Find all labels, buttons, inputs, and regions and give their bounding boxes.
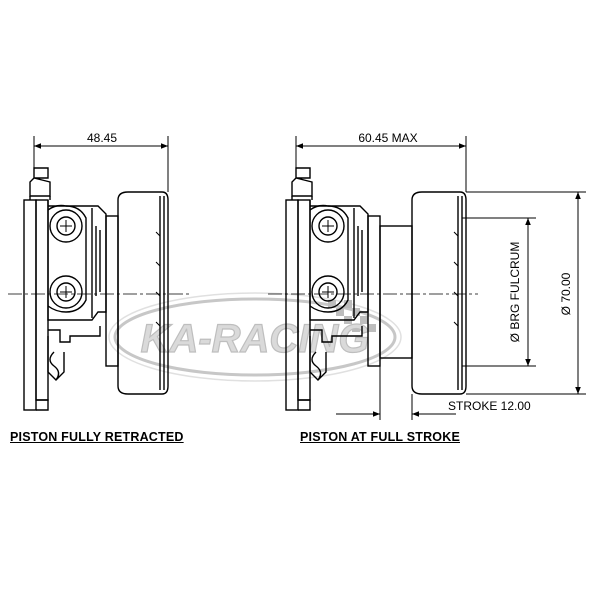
diameter-dimension (466, 191, 586, 395)
left-dimension (33, 136, 169, 192)
right-flange (291, 167, 313, 197)
right-top-dimension-label: 60.45 MAX (358, 131, 417, 145)
left-upper-bolt (49, 209, 83, 243)
left-dimension-label: 48.45 (87, 131, 117, 145)
right-top-dimension (295, 136, 467, 192)
left-bearing (117, 191, 169, 395)
stroke-dimension (336, 366, 456, 420)
right-view-drawing (285, 167, 467, 411)
watermark-text: KA-RACING (141, 317, 370, 361)
left-view-drawing (23, 167, 169, 411)
left-lower-bolt (49, 275, 83, 309)
right-barrel (367, 215, 381, 367)
right-hose-clip (309, 336, 327, 381)
diameter-dimension-label: Ø 70.00 (559, 272, 573, 315)
right-view-caption: PISTON AT FULL STROKE (300, 430, 460, 444)
right-bearing (411, 191, 467, 395)
right-housing (309, 200, 369, 321)
left-view-caption: PISTON FULLY RETRACTED (10, 430, 184, 444)
right-lower-bolt (311, 275, 345, 309)
stroke-dimension-label: STROKE 12.00 (448, 399, 531, 413)
watermark-logo: KA-RACING (108, 292, 402, 382)
left-housing (47, 200, 107, 321)
right-upper-bolt (311, 209, 345, 243)
fulcrum-dimension (462, 217, 536, 367)
left-flange (29, 167, 51, 197)
fulcrum-dimension-label: Ø BRG FULCRUM (508, 242, 522, 343)
left-hose-clip (47, 336, 65, 381)
